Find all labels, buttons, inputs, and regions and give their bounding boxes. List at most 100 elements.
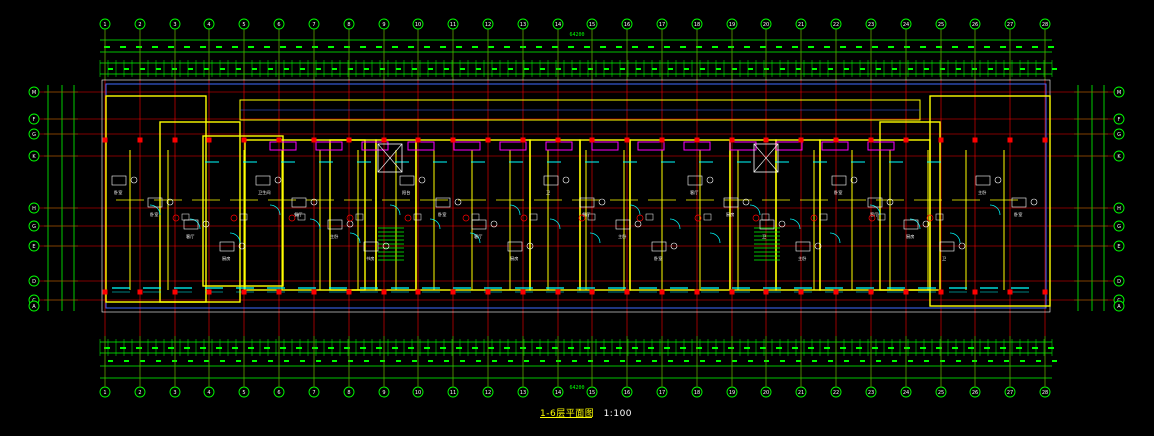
axis-bubble-top-label: 25 bbox=[938, 22, 944, 28]
structural-column bbox=[381, 289, 387, 295]
balcony-rail bbox=[867, 141, 895, 151]
structural-column bbox=[833, 137, 839, 143]
toilet bbox=[752, 214, 760, 222]
axis-bubble-top: 20 bbox=[760, 18, 772, 30]
structural-column bbox=[311, 289, 317, 295]
axis-bubble-top: 24 bbox=[900, 18, 912, 30]
bottom-dim-text-mark bbox=[924, 360, 929, 362]
axis-bubble-bottom: 25 bbox=[935, 386, 947, 398]
bottom-dim-text-mark bbox=[360, 347, 366, 349]
wash-basin bbox=[297, 213, 306, 221]
wash-basin bbox=[239, 213, 248, 221]
top-dim-text-mark bbox=[904, 46, 910, 48]
door-swing bbox=[629, 204, 641, 216]
wash-basin bbox=[529, 213, 538, 221]
top-dim-text-mark bbox=[104, 46, 110, 48]
axis-bubble-top: 12 bbox=[482, 18, 494, 30]
bottom-dim-text-mark bbox=[396, 360, 401, 362]
top-dim-text-mark bbox=[764, 68, 769, 70]
axis-bubble-bottom-label: 24 bbox=[903, 390, 909, 396]
toilet bbox=[462, 214, 470, 222]
axis-bubble-top-circle bbox=[935, 18, 947, 30]
axis-bubble-top: 1 bbox=[99, 18, 111, 30]
bottom-overall-dimension: 64200 bbox=[569, 385, 584, 391]
toilet bbox=[172, 214, 180, 222]
top-dim-text-mark bbox=[600, 46, 606, 48]
room-label: 卫 bbox=[762, 234, 766, 239]
top-dim-text-mark bbox=[1032, 46, 1038, 48]
bottom-dim-text-mark bbox=[1020, 360, 1025, 362]
furniture-table bbox=[1030, 198, 1038, 206]
unit-wall-4 bbox=[244, 139, 366, 291]
structural-column bbox=[102, 137, 108, 143]
bottom-dim-text-mark bbox=[540, 360, 545, 362]
top-dim-text-mark bbox=[584, 46, 590, 48]
room-label: 卫 bbox=[942, 256, 946, 261]
top-dim-text-mark bbox=[952, 46, 958, 48]
bottom-dim-text-mark bbox=[252, 360, 257, 362]
furniture-table bbox=[850, 176, 858, 184]
top-dim-text-mark bbox=[504, 46, 510, 48]
structural-column bbox=[938, 289, 944, 295]
furniture-block bbox=[903, 219, 919, 230]
structural-column bbox=[346, 137, 352, 143]
structural-column bbox=[1007, 137, 1013, 143]
bottom-dim-text-mark bbox=[888, 347, 894, 349]
axis-bubble-left-label: G bbox=[32, 132, 36, 138]
axis-bubble-top: 21 bbox=[795, 18, 807, 30]
axis-bubble-bottom-label: 13 bbox=[520, 390, 526, 396]
furniture-table bbox=[274, 176, 282, 184]
door-swing bbox=[909, 218, 921, 230]
top-dim-text-mark bbox=[1016, 46, 1022, 48]
wash-basin bbox=[819, 213, 828, 221]
axis-bubble-top: 28 bbox=[1039, 18, 1051, 30]
structural-column bbox=[694, 137, 700, 143]
structural-column bbox=[624, 137, 630, 143]
axis-bubble-bottom: 7 bbox=[308, 386, 320, 398]
top-dim-text-mark bbox=[920, 46, 926, 48]
bottom-dim-text-mark bbox=[344, 347, 350, 349]
top-dim-text-mark bbox=[252, 68, 257, 70]
title-underline bbox=[540, 417, 593, 418]
top-dim-text-mark bbox=[428, 68, 433, 70]
top-dim-text-mark bbox=[168, 46, 174, 48]
axis-bubble-top: 25 bbox=[935, 18, 947, 30]
door-swing bbox=[229, 232, 241, 244]
bottom-dim-text-mark bbox=[712, 347, 718, 349]
axis-bubble-top: 26 bbox=[969, 18, 981, 30]
axis-bubble-bottom-circle bbox=[1039, 386, 1051, 398]
door-swing bbox=[269, 204, 281, 216]
axis-bubble-bottom-circle bbox=[691, 386, 703, 398]
axis-bubble-bottom: 16 bbox=[621, 386, 633, 398]
top-dim-text-mark bbox=[440, 46, 446, 48]
bottom-dim-text-mark bbox=[504, 347, 510, 349]
axis-bubble-right-label: G bbox=[1117, 132, 1121, 138]
axis-bubble-left-label: M bbox=[32, 90, 36, 96]
axis-bubble-right-circle bbox=[1113, 150, 1125, 162]
axis-bubble-top-label: 4 bbox=[207, 22, 210, 28]
axis-bubble-bottom-circle bbox=[760, 386, 772, 398]
bottom-dim-text-mark bbox=[172, 360, 177, 362]
bottom-dim-text-mark bbox=[696, 347, 702, 349]
axis-bubble-top-circle bbox=[203, 18, 215, 30]
bottom-dim-text-mark bbox=[316, 360, 321, 362]
bottom-dim-text-mark bbox=[648, 347, 654, 349]
axis-bubble-bottom-label: 26 bbox=[972, 390, 978, 396]
furniture-block bbox=[975, 175, 991, 186]
structural-column bbox=[589, 137, 595, 143]
top-dim-text-mark bbox=[712, 46, 718, 48]
axis-bubble-top-label: 8 bbox=[347, 22, 350, 28]
axis-bubble-top-circle bbox=[447, 18, 459, 30]
elevator-shaft bbox=[753, 143, 779, 173]
bottom-dim-text-mark bbox=[744, 347, 750, 349]
structural-column bbox=[763, 289, 769, 295]
bottom-dim-text-mark bbox=[680, 347, 686, 349]
axis-bubble-bottom-label: 2 bbox=[138, 390, 141, 396]
top-dim-text-mark bbox=[1020, 68, 1025, 70]
axis-bubble-top-circle bbox=[273, 18, 285, 30]
bottom-dim-text-mark bbox=[232, 347, 238, 349]
top-dim-text-mark bbox=[444, 68, 449, 70]
structural-column bbox=[868, 289, 874, 295]
bottom-dim-text-mark bbox=[440, 347, 446, 349]
